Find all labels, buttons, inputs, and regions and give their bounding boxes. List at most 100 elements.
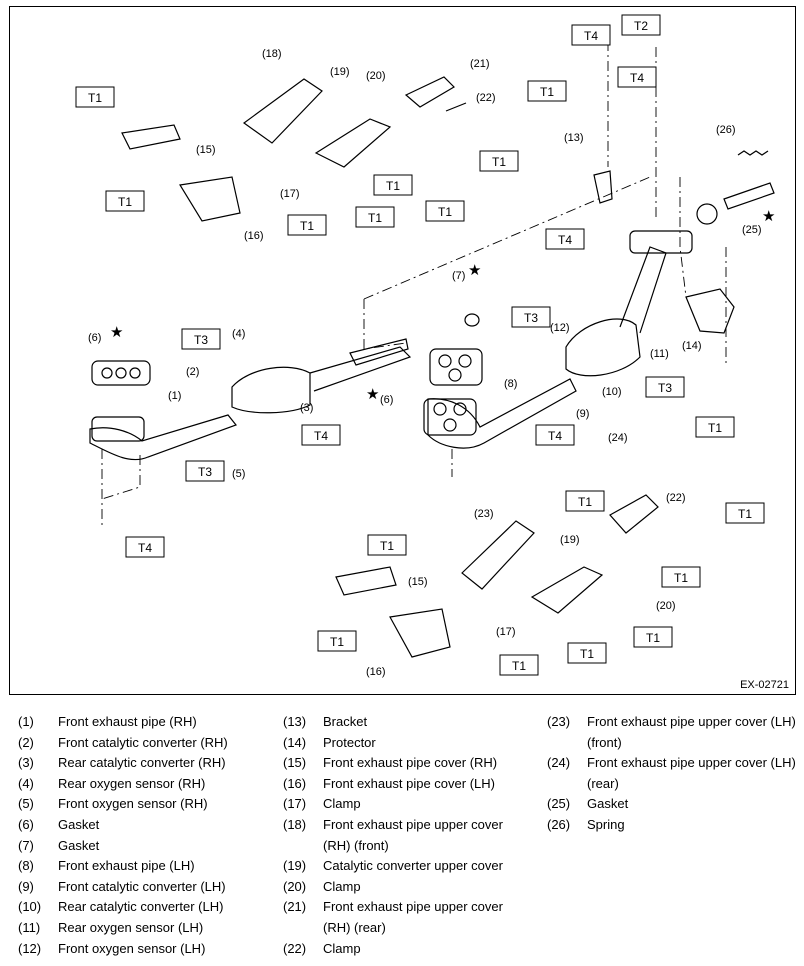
legend-column: (23)Front exhaust pipe upper cover (LH) … [547,712,797,836]
front-exhaust-pipe-rh [89,414,237,461]
torque-t4: T4 [571,24,611,46]
callout-6: (6) [380,394,393,406]
legend-item-text: Bracket [323,714,368,729]
callout-numbers: (2) (1) (3) (4) (5) (6) (6) (7) (8) (9) … [88,48,762,678]
svg-text:T1: T1 [118,195,132,209]
legend-item-number: (13) [283,714,307,729]
svg-text:T1: T1 [438,205,452,219]
pipe-cover-rh-top [121,124,181,150]
callout-3: (3) [300,402,313,414]
svg-text:T1: T1 [578,495,592,509]
torque-t1: T1 [633,626,673,648]
callout-16: (16) [244,230,264,242]
svg-text:T1: T1 [512,659,526,673]
rear-catalytic-converter-rh [309,346,412,392]
star-icon: ★ [110,324,123,341]
legend-item: (25)Gasket [547,794,797,815]
legend-item-text: Front exhaust pipe (LH) [58,858,195,874]
torque-t1: T1 [355,206,395,228]
callout-7: (7) [452,270,465,282]
legend-item: (8)Front exhaust pipe (LH) [18,856,278,877]
clamp-22-top [445,102,467,112]
svg-text:T1: T1 [330,635,344,649]
torque-t1: T1 [75,86,115,108]
callout-20: (20) [656,600,676,612]
legend-item-number: (11) [18,919,41,935]
legend-item-number: (21) [283,899,307,915]
callout-13: (13) [564,132,584,144]
legend-item-number: (22) [283,940,307,956]
exploded-view-drawing: T1 T1 T1 T1 T1 T1 T1 T1 T2 T4 T4 T4 T3 T… [75,14,775,678]
legend-item: (15)Front exhaust pipe cover (RH) [283,753,533,774]
legend-item-number: (16) [283,775,307,791]
gasket-25 [696,203,718,225]
svg-text:T1: T1 [708,421,722,435]
legend-item-number: (5) [18,796,34,812]
legend-item: (18)Front exhaust pipe upper cover (RH) … [283,815,533,856]
callout-18: (18) [262,48,282,60]
legend-item-text: Front exhaust pipe upper cover (RH) (fro… [323,816,503,853]
gasket-flange-rh [91,416,145,442]
legend-item: (13) Bracket [283,712,533,733]
legend-item: (21)Front exhaust pipe upper cover (RH) … [283,897,533,938]
flange-lh [423,398,477,436]
torque-t2: T2 [621,14,661,36]
torque-t4: T4 [535,424,575,446]
spring-26 [737,150,769,156]
svg-text:T1: T1 [386,179,400,193]
callout-17: (17) [280,188,300,200]
legend-item: (23)Front exhaust pipe upper cover (LH) … [547,712,797,753]
upper-cover-rh-rear [404,76,455,108]
svg-text:T1: T1 [540,85,554,99]
legend-item: (1)Front exhaust pipe (RH) [18,712,278,733]
torque-t1: T1 [695,416,735,438]
legend-item: (7)Gasket [18,836,278,857]
legend-item-text: Gasket [587,796,629,812]
legend-item-text: Rear oxygen sensor (LH) [58,919,204,935]
torque-t1: T1 [287,214,327,236]
callout-4: (4) [232,328,245,340]
torque-t1: T1 [565,490,605,512]
torque-t4: T4 [301,424,341,446]
callout-19: (19) [330,66,350,78]
legend-column: (13)Bracket(14)Protector(15)Front exhaus… [283,712,533,959]
upper-cover-rh-front [242,78,323,144]
bracket [593,170,613,204]
callout-16: (16) [366,666,386,678]
torque-t1: T1 [317,630,357,652]
legend-item-text: Clamp [323,878,361,894]
torque-t1: T1 [105,190,145,212]
torque-t1: T1 [725,502,765,524]
svg-text:T4: T4 [558,233,572,247]
pipe-cover-lh-bottom [389,608,451,658]
legend-item-text: Gasket [58,837,100,853]
gasket-7 [464,313,480,327]
callout-5: (5) [232,468,245,480]
svg-text:T4: T4 [314,429,328,443]
legend-item-number: (17) [283,796,307,812]
svg-text:T1: T1 [580,647,594,661]
legend-item: (10)Rear catalytic converter (LH) [18,897,278,918]
legend-item-text: Catalytic converter upper cover [323,858,503,874]
protector [685,288,735,334]
callout-11: (11) [650,348,669,360]
legend-item-number: (24) [547,755,571,771]
torque-t1: T1 [367,534,407,556]
torque-t1: T1 [373,174,413,196]
svg-text:T1: T1 [646,631,660,645]
legend-item: (9)Front catalytic converter (LH) [18,877,278,898]
front-catalytic-converter-lh [565,318,641,377]
legend-item: (16)Front exhaust pipe cover (LH) [283,774,533,795]
legend-item-text: Rear catalytic converter (LH) [58,899,224,915]
legend-item: (12)Front oxygen sensor (LH) [18,939,278,960]
legend-item-text: Front exhaust pipe upper cover (LH) (rea… [587,755,796,791]
upper-cover-lh-front [461,520,535,590]
legend-item-number: (14) [283,734,307,750]
legend-item-text: Front exhaust pipe (RH) [58,714,197,729]
svg-text:T1: T1 [300,219,314,233]
torque-t4: T4 [125,536,165,558]
legend-item: (3)Rear catalytic converter (RH) [18,753,278,774]
svg-text:T1: T1 [738,507,752,521]
svg-text:T3: T3 [198,465,212,479]
legend-item-text: Gasket [58,816,100,832]
